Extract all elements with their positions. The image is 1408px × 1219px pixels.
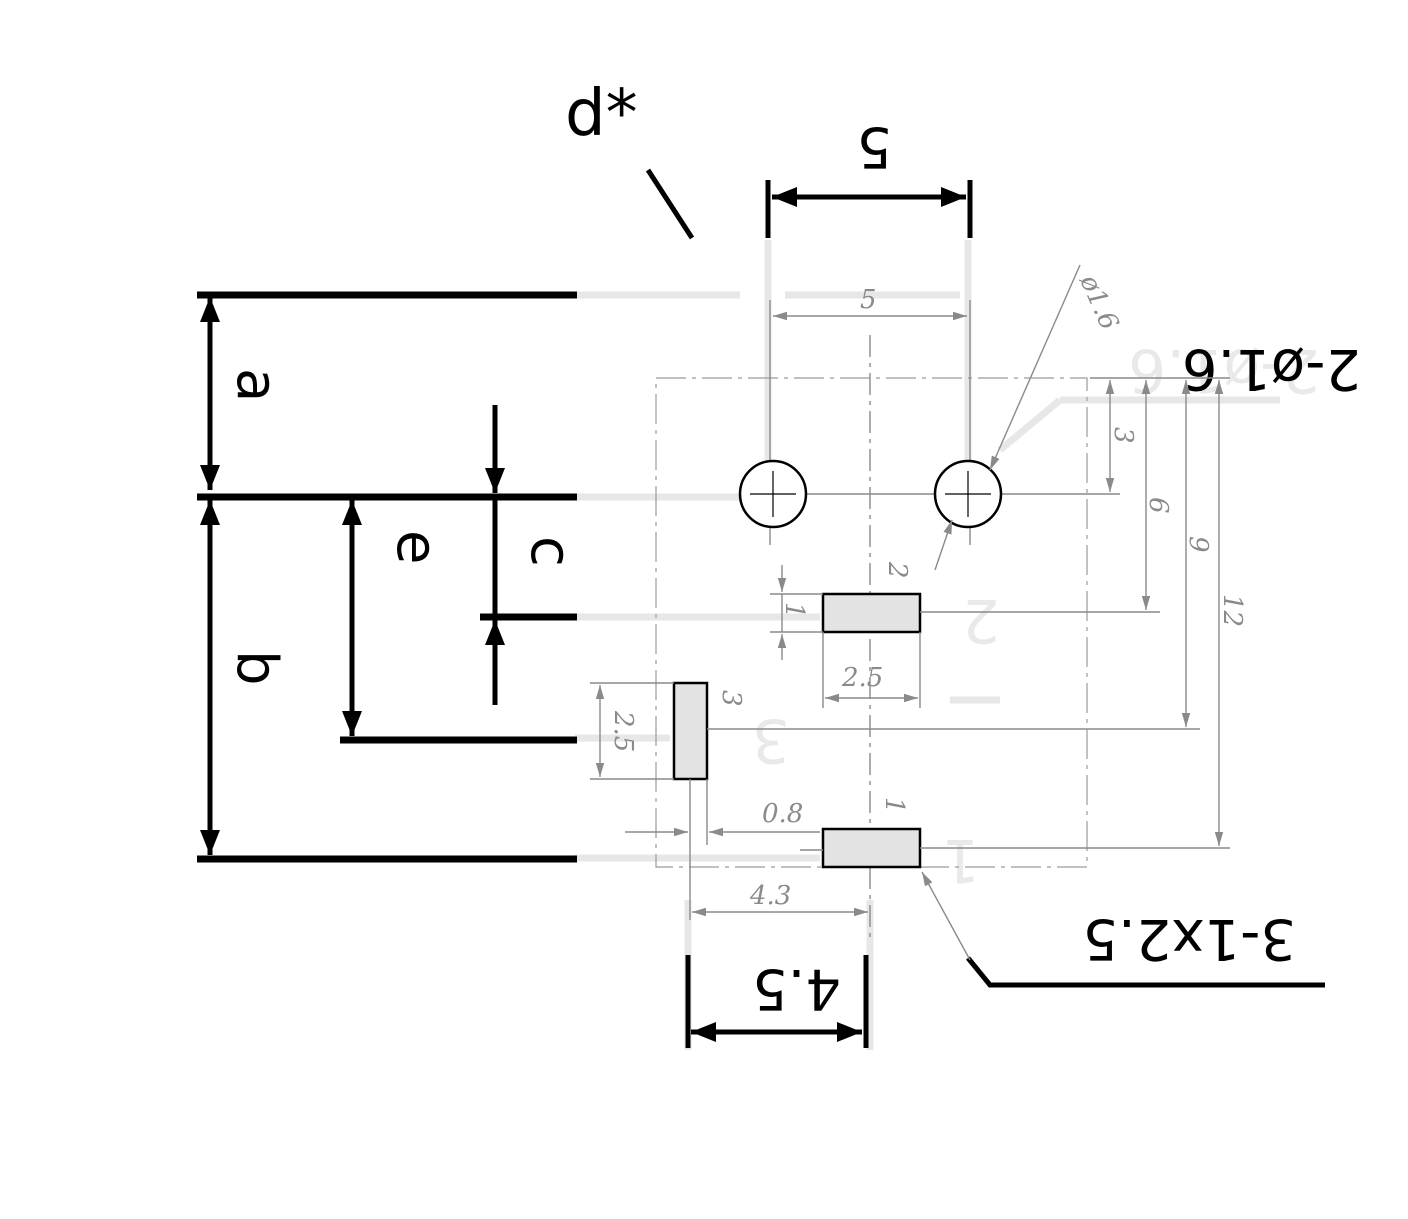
hole-note-label: 2-ø1.6 xyxy=(1182,336,1361,401)
dim-right-3: 3 xyxy=(1108,427,1138,444)
dim-hole-diameter: ø1.6 xyxy=(1073,269,1124,334)
dim-pad-height: 1 xyxy=(779,602,809,619)
dim-right-6: 6 xyxy=(1143,497,1173,514)
dim-hole-spacing: 5 xyxy=(860,285,877,315)
dim-offset: 4.3 xyxy=(749,881,791,911)
ghost-pin2: 2 xyxy=(962,585,1000,655)
pad-3 xyxy=(672,681,709,781)
footprint-layer xyxy=(590,264,1230,961)
ghost-pin3: 3 xyxy=(752,705,790,775)
dim-pad-width: 2.5 xyxy=(841,663,883,693)
left-c-label: c xyxy=(518,536,583,567)
dim-pad3-height: 2.5 xyxy=(608,710,638,752)
left-a-label: a xyxy=(224,368,289,402)
pad-1 xyxy=(821,827,922,869)
pin-3-label: 3 xyxy=(716,690,746,707)
d-star-label: d* xyxy=(565,77,638,151)
ghost-layer: 2 3 1 2-ø1.6 xyxy=(575,240,1320,1050)
dim-gap: 0.8 xyxy=(762,799,803,829)
left-e-label: e xyxy=(384,530,449,564)
pad-2 xyxy=(821,592,922,634)
bottom-pitch-label: 4.5 xyxy=(752,956,841,1021)
dim-right-12: 12 xyxy=(1217,594,1247,627)
pin-2-label: 2 xyxy=(882,561,912,579)
pad-note-label: 3-1x2.5 xyxy=(1082,906,1296,971)
ghost-pin1: 1 xyxy=(942,825,980,895)
bold-layer xyxy=(197,168,1325,1048)
ghost-hole-note: 2-ø1.6 xyxy=(1128,335,1320,405)
dim-right-9: 9 xyxy=(1183,536,1213,553)
pin-1-label: 1 xyxy=(879,797,909,814)
left-b-label: b xyxy=(224,650,289,686)
top-pitch-label: 5 xyxy=(856,114,892,179)
